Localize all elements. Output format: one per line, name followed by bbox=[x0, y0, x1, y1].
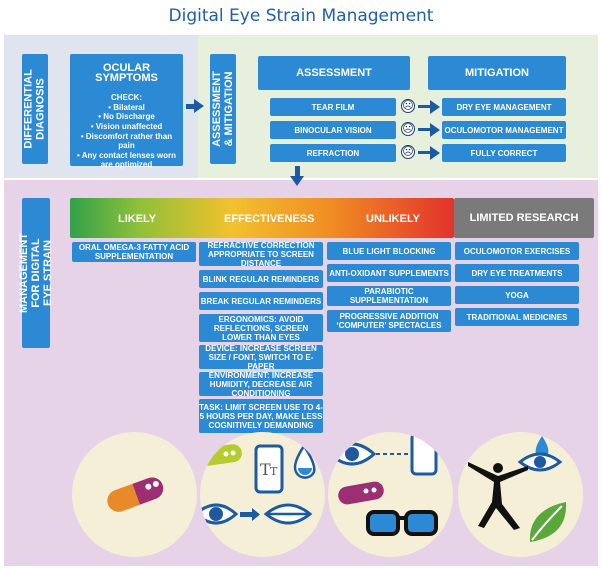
mitigation-fully-correct: FULLY CORRECT bbox=[442, 144, 566, 162]
glasses-icon bbox=[366, 510, 438, 536]
task-item: TASK: LIMIT SCREEN USE TO 4-5 HOURS PER … bbox=[199, 399, 323, 433]
device-item: DEVICE: INCREASE SCREEN SIZE / FONT, SWI… bbox=[199, 344, 323, 371]
eye-closed-icon bbox=[263, 503, 313, 525]
eye-open-icon bbox=[200, 503, 239, 525]
arrow-shaft bbox=[418, 105, 432, 108]
progressive-spectacles-item: PROGRESSIVE ADDITION ‘COMPUTER’ SPECTACL… bbox=[327, 310, 451, 332]
check-label: CHECK: bbox=[110, 93, 143, 103]
arrow-shaft bbox=[418, 128, 432, 131]
dry-eye-treatments-item: DRY EYE TREATMENTS bbox=[455, 264, 579, 282]
break-reminders-item: BREAK REGULAR REMINDERS bbox=[199, 292, 323, 310]
arrow-right-icon bbox=[194, 99, 204, 113]
arrow-right-icon bbox=[430, 123, 440, 137]
pill-icon bbox=[107, 477, 164, 512]
phone-font-icon: T T bbox=[254, 444, 284, 494]
environment-item: ENVIRONMENT: INCREASE HUMIDITY, DECREASE… bbox=[199, 371, 323, 398]
antioxidant-item: ANTI-OXIDANT SUPPLEMENTS bbox=[327, 264, 451, 282]
supplement-illustration bbox=[72, 432, 197, 557]
refractive-correction-item: REFRACTIVE CORRECTION APPROPRIATE TO SCR… bbox=[199, 241, 323, 268]
sad-face-icon: ☹ bbox=[401, 99, 415, 113]
arrow-shaft bbox=[186, 104, 194, 109]
yoga-figure-icon bbox=[468, 462, 528, 530]
symptom-item: • Any contact lenses worn are optimized bbox=[77, 150, 176, 170]
page-title: Digital Eye Strain Management bbox=[168, 6, 434, 26]
symptom-item: • Vision unaffected bbox=[90, 121, 163, 131]
parabiotic-item: PARABIOTIC SUPPLEMENTATION bbox=[327, 286, 451, 306]
arrow-shaft bbox=[295, 166, 300, 178]
oculomotor-exercises-item: OCULOMOTOR EXERCISES bbox=[455, 242, 579, 260]
ocular-symptoms-heading: OCULAR SYMPTOMS bbox=[95, 62, 158, 84]
likely-label: LIKELY bbox=[118, 213, 157, 225]
assessment-mitigation-label: ASSESSMENT & MITIGATION bbox=[210, 54, 236, 164]
management-label: MANAGEMENT FOR DIGITAL EYE STRAIN bbox=[18, 198, 54, 348]
symptom-item: • Discomfort rather than pain bbox=[80, 131, 173, 151]
unlikely-interventions-illustration bbox=[328, 432, 453, 557]
eye-drop-icon bbox=[517, 436, 563, 472]
arrow-right-icon bbox=[430, 146, 440, 160]
blue-light-item: BLUE LIGHT BLOCKING bbox=[327, 242, 451, 260]
svg-text:T: T bbox=[260, 460, 271, 479]
assessment-tear-film: TEAR FILM bbox=[270, 98, 396, 116]
mitigation-dry-eye: DRY EYE MANAGEMENT bbox=[442, 98, 566, 116]
assessment-refraction: REFRACTION bbox=[270, 144, 396, 162]
purple-pill-icon bbox=[338, 481, 384, 505]
arrow-right-icon bbox=[240, 508, 260, 521]
yoga-item: YOGA bbox=[455, 286, 579, 304]
drop-icon bbox=[293, 443, 316, 479]
differential-diagnosis-label: DIFFERENTIAL DIAGNOSIS bbox=[22, 54, 48, 164]
unlikely-label: UNLIKELY bbox=[366, 213, 420, 225]
blink-reminders-item: BLINK REGULAR REMINDERS bbox=[199, 270, 323, 288]
effectiveness-scale bbox=[70, 198, 454, 238]
sad-face-icon: ☹ bbox=[401, 122, 415, 136]
arrow-shaft bbox=[418, 151, 432, 154]
mitigation-heading: MITIGATION bbox=[428, 56, 566, 90]
symptom-item: • No Discharge bbox=[98, 112, 155, 122]
limited-research-illustration bbox=[458, 432, 583, 557]
omega3-item: ORAL OMEGA-3 FATTY ACID SUPPLEMENTATION bbox=[72, 242, 196, 262]
effective-interventions-illustration: T T bbox=[200, 432, 325, 557]
limited-research-label: LIMITED RESEARCH bbox=[454, 198, 594, 238]
arrow-down-icon bbox=[290, 176, 304, 186]
leaf-icon bbox=[529, 502, 567, 542]
effectiveness-label: EFFECTIVENESS bbox=[224, 213, 315, 225]
mitigation-oculomotor: OCULOMOTOR MANAGEMENT bbox=[442, 121, 566, 139]
assessment-heading: ASSESSMENT bbox=[258, 56, 410, 90]
sad-face-icon: ☹ bbox=[401, 145, 415, 159]
arrow-right-icon bbox=[430, 100, 440, 114]
assessment-binocular-vision: BINOCULAR VISION bbox=[270, 121, 396, 139]
svg-text:T: T bbox=[270, 465, 278, 478]
traditional-medicines-item: TRADITIONAL MEDICINES bbox=[455, 308, 579, 326]
ocular-symptoms-box: OCULAR SYMPTOMS CHECK: • Bilateral • No … bbox=[70, 54, 183, 169]
ergonomics-item: ERGONOMICS: AVOID REFLECTIONS, SCREEN LO… bbox=[199, 314, 323, 342]
symptom-item: • Bilateral bbox=[108, 102, 145, 112]
